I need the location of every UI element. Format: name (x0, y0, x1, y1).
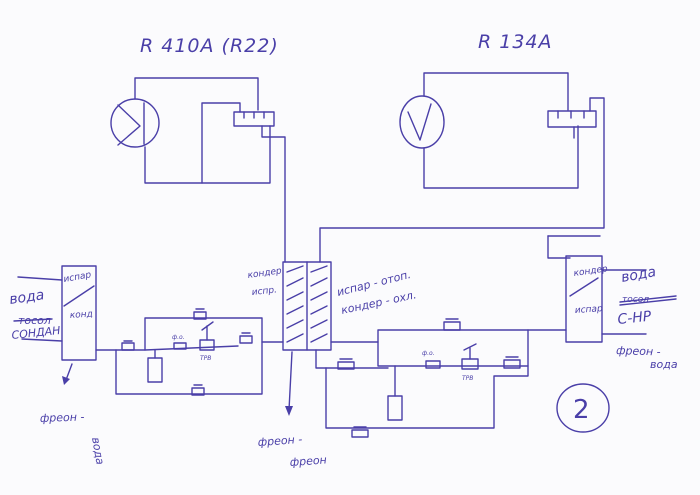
right-media-label: С-НР (617, 308, 653, 328)
right-expansion-valve (461, 358, 479, 370)
central-exchanger-left-label-1: кондер (247, 266, 283, 281)
left-lower-liquid-line (95, 341, 284, 395)
left-liquid-receiver (147, 357, 163, 383)
left-freon-water-label-1: фреон - (40, 410, 85, 425)
right-freon-water-label-1: фреон - (616, 344, 661, 359)
left-txv-label: ТРВ (200, 355, 211, 362)
left-freon-water-label-2: вода (89, 436, 107, 466)
right-compressor-icon (399, 95, 445, 149)
left-circuit-refrigerant-label: R 410A (R22) (140, 35, 279, 57)
central-exchanger-left-label-2: испр. (251, 285, 277, 298)
right-check-valve-2 (443, 321, 461, 331)
right-filter-dryer (425, 360, 441, 369)
left-check-valve-2 (193, 311, 207, 320)
right-discharge-pipe (423, 72, 569, 111)
right-liquid-receiver (387, 395, 403, 421)
right-lower-liquid-line (315, 349, 529, 429)
right-suction-pipe (423, 125, 579, 189)
left-check-valve-1 (121, 342, 135, 351)
right-four-way-valve (547, 110, 597, 128)
left-exchanger-label-2: конд (70, 309, 94, 321)
central-freon-label-2: фреон (289, 453, 327, 469)
right-exchanger-label-1: кондер (573, 264, 609, 279)
right-water-pipes (601, 269, 647, 335)
right-txv-label: ТРВ (462, 375, 473, 382)
left-water-pipes (17, 276, 63, 342)
left-media-label-crossed: тосол (18, 314, 51, 327)
left-check-valve-4 (191, 387, 205, 396)
right-compressor-symbol (407, 103, 432, 141)
right-valve-to-exchanger-pipe (319, 97, 605, 263)
left-water-label: вода (8, 287, 45, 308)
left-exchanger-label-1: испар (63, 270, 93, 285)
right-check-valve-4 (351, 429, 369, 438)
page-number: 2 (573, 395, 590, 425)
left-compressor-icon (110, 98, 160, 148)
left-filter-label: ф.о. (172, 334, 185, 341)
right-upper-liquid-line (330, 329, 567, 367)
central-freon-label-1: фреон - (257, 433, 302, 449)
left-upper-liquid-line (115, 317, 263, 351)
right-freon-water-label-2: вода (650, 358, 678, 371)
left-heat-exchanger (61, 265, 97, 361)
left-valve-to-exchanger-pipe (261, 125, 286, 263)
left-discharge-pipe (134, 77, 259, 111)
right-check-valve-3 (503, 359, 521, 369)
left-filter-dryer (173, 342, 187, 350)
right-heat-exchanger (565, 255, 603, 343)
right-check-valve-1 (337, 361, 355, 370)
left-expansion-valve (199, 339, 215, 351)
left-media-label: СОНДАН (11, 324, 61, 342)
left-check-valve-3 (239, 335, 253, 344)
left-suction-pipe (144, 125, 271, 184)
right-filter-label: ф.о. (422, 350, 435, 357)
right-circuit-refrigerant-label: R 134A (478, 31, 553, 53)
page-number-circle (556, 383, 610, 433)
right-exchanger-label-2: испар (575, 304, 604, 316)
left-compressor-symbol (117, 102, 145, 146)
right-media-label-crossed: тосол (622, 295, 649, 305)
right-water-label: вода (620, 264, 657, 286)
